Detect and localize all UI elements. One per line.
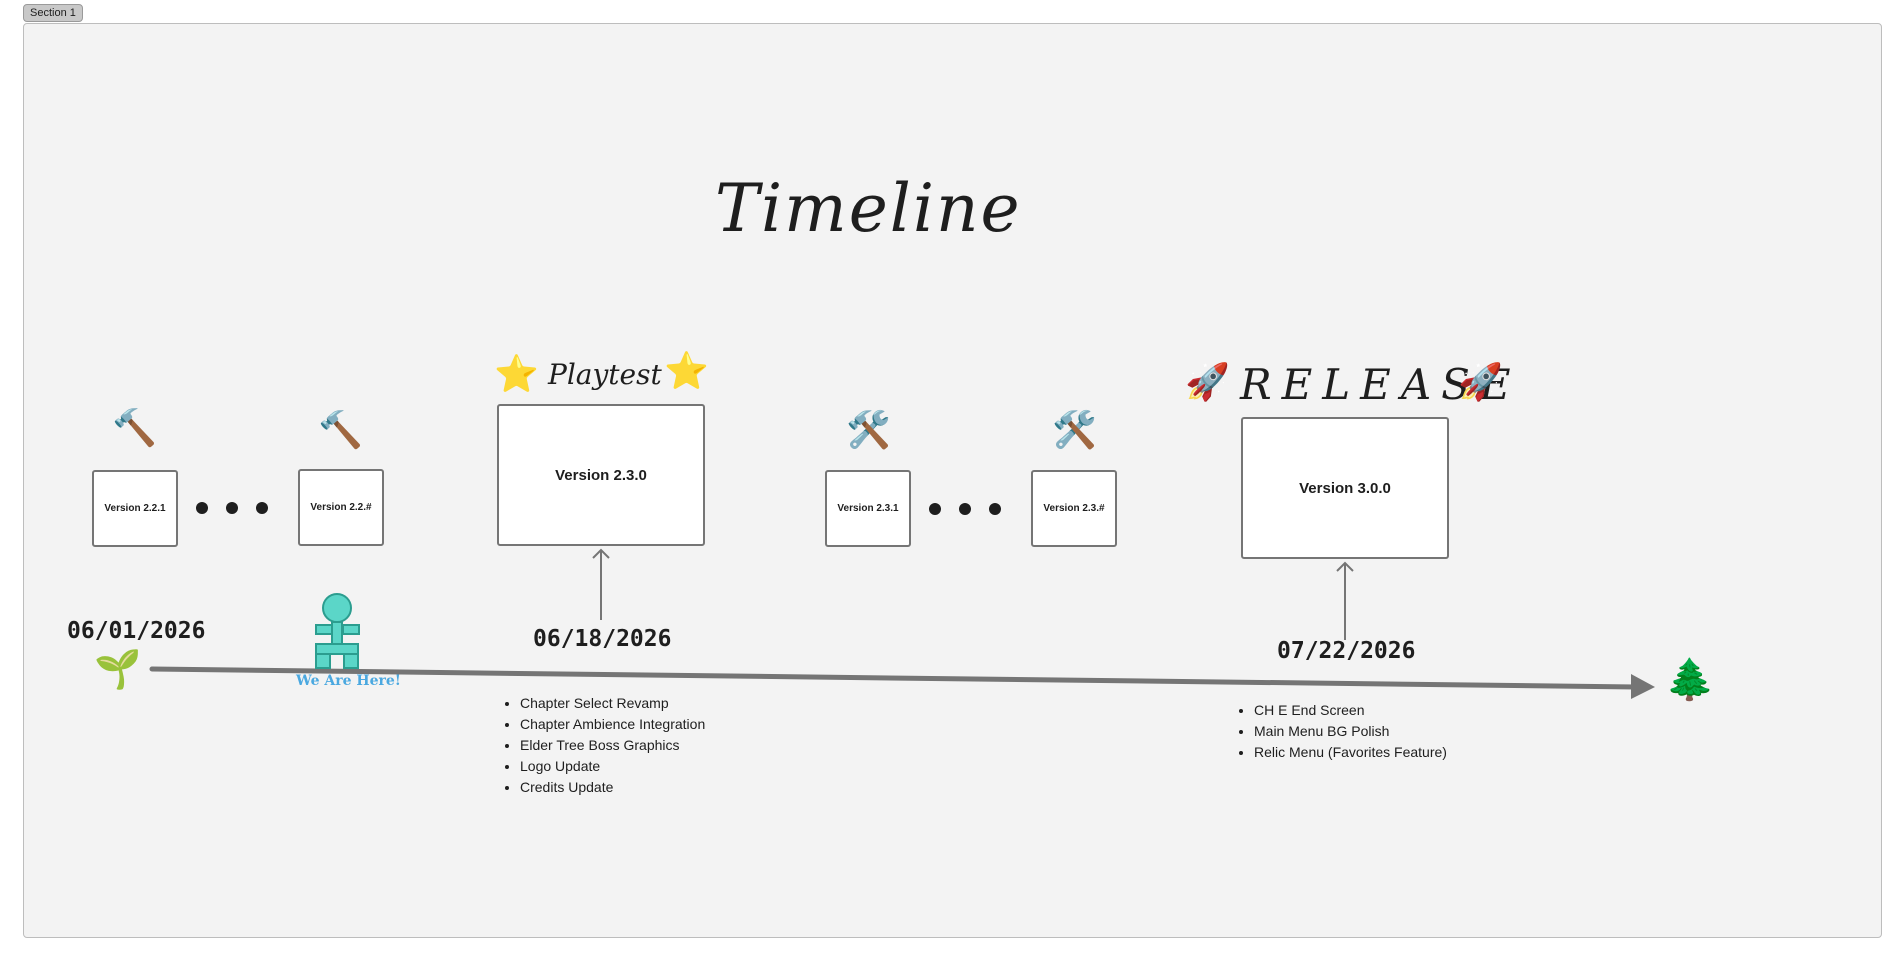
list-item: Elder Tree Boss Graphics xyxy=(520,735,705,756)
version-2-2-x-box[interactable]: Version 2.2.# xyxy=(298,469,384,546)
release-date: 07/22/2026 xyxy=(1277,638,1416,664)
playtest-banner: Playtest xyxy=(548,358,662,391)
rocket-icon: 🚀 xyxy=(1458,361,1503,402)
list-item: Main Menu BG Polish xyxy=(1254,721,1447,742)
hammer-icon: 🔨 xyxy=(318,409,363,450)
version-3-0-0-box[interactable]: Version 3.0.0 xyxy=(1241,417,1449,559)
tree-icon: 🌲 xyxy=(1665,658,1715,702)
list-item: CH E End Screen xyxy=(1254,700,1447,721)
version-2-2-1-box[interactable]: Version 2.2.1 xyxy=(92,470,178,547)
version-label: Version 2.2.# xyxy=(310,502,372,513)
list-item: Chapter Select Revamp xyxy=(520,693,705,714)
release-notes-list: CH E End Screen Main Menu BG Polish Reli… xyxy=(1236,700,1447,763)
list-item: Chapter Ambience Integration xyxy=(520,714,705,735)
list-item: Logo Update xyxy=(520,756,705,777)
list-item: Credits Update xyxy=(520,777,705,798)
star-icon: ⭐ xyxy=(664,350,709,391)
version-label: Version 2.3.# xyxy=(1043,503,1105,514)
hammer-icon: 🔨 xyxy=(112,407,157,448)
playtest-notes-list: Chapter Select Revamp Chapter Ambience I… xyxy=(502,693,705,798)
release-pointer-arrow xyxy=(1336,561,1354,640)
playtest-date: 06/18/2026 xyxy=(533,626,672,652)
list-item: Relic Menu (Favorites Feature) xyxy=(1254,742,1447,763)
version-label: Version 2.3.1 xyxy=(837,503,899,514)
timeline-arrow xyxy=(149,666,1655,699)
tools-icon: 🛠️ xyxy=(846,409,891,450)
section-label[interactable]: Section 1 xyxy=(23,4,83,22)
timeline-title: Timeline xyxy=(715,170,1022,247)
star-icon: ⭐ xyxy=(494,353,539,394)
release-banner: RELEASE xyxy=(1240,360,1521,409)
version-2-3-0-box[interactable]: Version 2.3.0 xyxy=(497,404,705,546)
seedling-icon: 🌱 xyxy=(94,649,142,691)
version-label: Version 2.2.1 xyxy=(104,503,166,514)
we-are-here-figure xyxy=(315,593,360,669)
rocket-icon: 🚀 xyxy=(1185,361,1230,402)
playtest-pointer-arrow xyxy=(592,548,610,620)
tools-icon: 🛠️ xyxy=(1052,409,1097,450)
version-2-3-x-box[interactable]: Version 2.3.# xyxy=(1031,470,1117,547)
we-are-here-label: We Are Here! xyxy=(296,673,401,689)
version-label: Version 3.0.0 xyxy=(1299,479,1391,497)
version-label: Version 2.3.0 xyxy=(555,466,647,484)
ellipsis-dots xyxy=(196,502,1001,515)
version-2-3-1-box[interactable]: Version 2.3.1 xyxy=(825,470,911,547)
start-date: 06/01/2026 xyxy=(67,618,206,644)
